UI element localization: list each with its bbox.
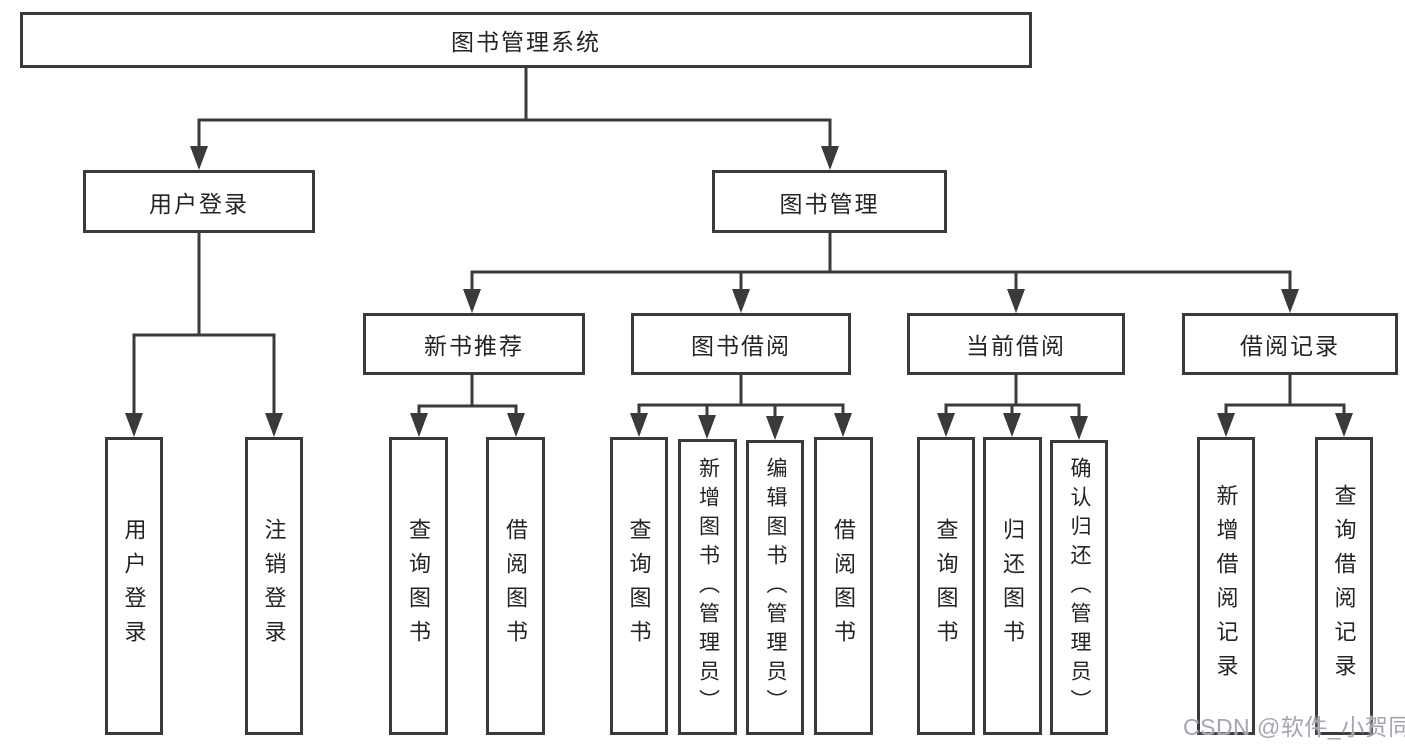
node-leaf-query-book-rec: 查询图书 bbox=[389, 437, 448, 735]
csdn-watermark: CSDN @软件_小贺同学 bbox=[1183, 714, 1405, 740]
node-leaf-add-record-label: 新增借阅记录 bbox=[1213, 484, 1239, 688]
node-leaf-edit-book-label: 编辑图书（管理员） bbox=[764, 457, 788, 718]
node-new-book-rec: 新书推荐 bbox=[363, 313, 585, 375]
node-leaf-confirm-return: 确认归还（管理员） bbox=[1050, 440, 1108, 735]
node-leaf-query-book-cur-label: 查询图书 bbox=[933, 518, 959, 654]
node-leaf-add-record: 新增借阅记录 bbox=[1197, 437, 1255, 735]
node-root: 图书管理系统 bbox=[20, 12, 1032, 68]
node-leaf-user-login-label: 用户登录 bbox=[121, 518, 147, 654]
node-leaf-query-book-borrow-label: 查询图书 bbox=[626, 518, 652, 654]
node-user-login: 用户登录 bbox=[83, 170, 315, 233]
node-leaf-logout: 注销登录 bbox=[245, 437, 303, 735]
node-leaf-borrow-book-rec-label: 借阅图书 bbox=[503, 518, 529, 654]
node-leaf-query-book-borrow: 查询图书 bbox=[610, 437, 668, 735]
node-leaf-user-login: 用户登录 bbox=[105, 437, 163, 735]
node-borrow-record: 借阅记录 bbox=[1182, 313, 1398, 375]
node-leaf-borrow-book-borrow: 借阅图书 bbox=[814, 437, 873, 735]
node-book-borrow-label: 图书借阅 bbox=[691, 333, 791, 359]
node-leaf-confirm-return-label: 确认归还（管理员） bbox=[1068, 457, 1092, 718]
node-new-book-rec-label: 新书推荐 bbox=[424, 333, 524, 359]
node-book-mgmt: 图书管理 bbox=[712, 170, 947, 233]
node-leaf-borrow-book-borrow-label: 借阅图书 bbox=[831, 518, 857, 654]
node-leaf-query-book-cur: 查询图书 bbox=[917, 437, 975, 735]
node-leaf-query-record-label: 查询借阅记录 bbox=[1331, 484, 1357, 688]
node-leaf-return-book-label: 归还图书 bbox=[1000, 518, 1026, 654]
node-current-borrow: 当前借阅 bbox=[907, 313, 1125, 375]
node-current-borrow-label: 当前借阅 bbox=[966, 333, 1066, 359]
node-borrow-record-label: 借阅记录 bbox=[1240, 333, 1340, 359]
node-leaf-borrow-book-rec: 借阅图书 bbox=[486, 437, 545, 735]
node-root-label: 图书管理系统 bbox=[451, 29, 601, 55]
node-book-borrow: 图书借阅 bbox=[631, 313, 851, 375]
node-leaf-logout-label: 注销登录 bbox=[261, 518, 287, 654]
node-leaf-return-book: 归还图书 bbox=[983, 437, 1042, 735]
node-leaf-add-book: 新增图书（管理员） bbox=[678, 439, 737, 735]
node-leaf-query-record: 查询借阅记录 bbox=[1315, 437, 1373, 735]
node-leaf-edit-book: 编辑图书（管理员） bbox=[746, 440, 804, 735]
node-user-login-label: 用户登录 bbox=[149, 190, 249, 217]
node-leaf-add-book-label: 新增图书（管理员） bbox=[696, 456, 720, 718]
node-leaf-query-book-rec-label: 查询图书 bbox=[406, 518, 432, 654]
node-book-mgmt-label: 图书管理 bbox=[779, 190, 880, 217]
